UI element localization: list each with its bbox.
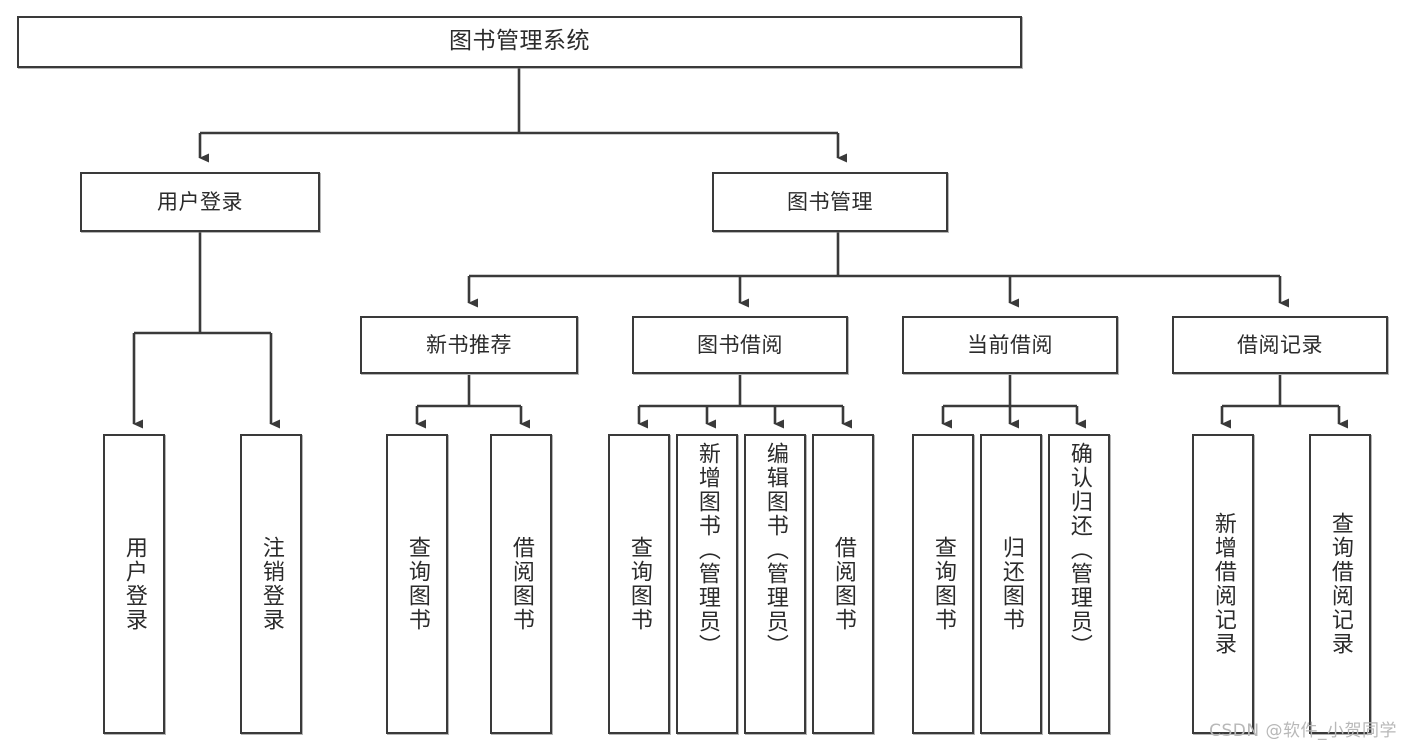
node-book-manage-label: 图书管理 — [787, 189, 873, 214]
node-leaf-borrow-book-b[interactable]: 借阅图书 — [812, 434, 874, 734]
node-book-manage[interactable]: 图书管理 — [712, 172, 948, 232]
node-leaf-logout[interactable]: 注销登录 — [240, 434, 302, 734]
node-leaf-query-record[interactable]: 查询借阅记录 — [1309, 434, 1371, 734]
node-leaf-return-book[interactable]: 归还图书 — [980, 434, 1042, 734]
node-new-book-rec[interactable]: 新书推荐 — [360, 316, 578, 374]
node-leaf-query-book-c[interactable]: 查询图书 — [912, 434, 974, 734]
node-leaf-logout-label: 注销登录 — [258, 536, 284, 632]
node-root-label: 图书管理系统 — [449, 28, 590, 55]
node-new-book-rec-label: 新书推荐 — [426, 332, 512, 357]
node-leaf-borrow-book-a-label: 借阅图书 — [508, 536, 534, 632]
node-leaf-return-book-label: 归还图书 — [998, 536, 1024, 632]
node-borrow-record[interactable]: 借阅记录 — [1172, 316, 1388, 374]
node-leaf-query-book-b[interactable]: 查询图书 — [608, 434, 670, 734]
node-leaf-user-login[interactable]: 用户登录 — [103, 434, 165, 734]
node-leaf-add-record-label: 新增借阅记录 — [1210, 512, 1236, 656]
node-leaf-borrow-book-b-label: 借阅图书 — [830, 536, 856, 632]
node-current-borrow[interactable]: 当前借阅 — [902, 316, 1118, 374]
node-borrow-record-label: 借阅记录 — [1237, 332, 1323, 357]
node-user-login[interactable]: 用户登录 — [80, 172, 320, 232]
node-leaf-edit-book[interactable]: 编辑图书（管理员） — [744, 434, 806, 734]
node-leaf-add-book-label: 新增图书（管理员） — [694, 442, 720, 658]
node-leaf-query-book-a-label: 查询图书 — [404, 536, 430, 632]
node-leaf-confirm-return-label: 确认归还（管理员） — [1066, 442, 1092, 658]
node-leaf-user-login-label: 用户登录 — [121, 536, 147, 632]
node-leaf-add-record[interactable]: 新增借阅记录 — [1192, 434, 1254, 734]
node-leaf-query-record-label: 查询借阅记录 — [1327, 512, 1353, 656]
node-leaf-confirm-return[interactable]: 确认归还（管理员） — [1048, 434, 1110, 734]
watermark: CSDN @软件_小贺同学 — [1209, 721, 1397, 741]
node-leaf-add-book[interactable]: 新增图书（管理员） — [676, 434, 738, 734]
node-leaf-query-book-c-label: 查询图书 — [930, 536, 956, 632]
node-current-borrow-label: 当前借阅 — [967, 332, 1053, 357]
node-leaf-borrow-book-a[interactable]: 借阅图书 — [490, 434, 552, 734]
node-leaf-query-book-b-label: 查询图书 — [626, 536, 652, 632]
node-root[interactable]: 图书管理系统 — [17, 16, 1022, 68]
node-book-borrow[interactable]: 图书借阅 — [632, 316, 848, 374]
node-leaf-query-book-a[interactable]: 查询图书 — [386, 434, 448, 734]
node-book-borrow-label: 图书借阅 — [697, 332, 783, 357]
node-leaf-edit-book-label: 编辑图书（管理员） — [762, 442, 788, 658]
node-user-login-label: 用户登录 — [157, 189, 243, 214]
